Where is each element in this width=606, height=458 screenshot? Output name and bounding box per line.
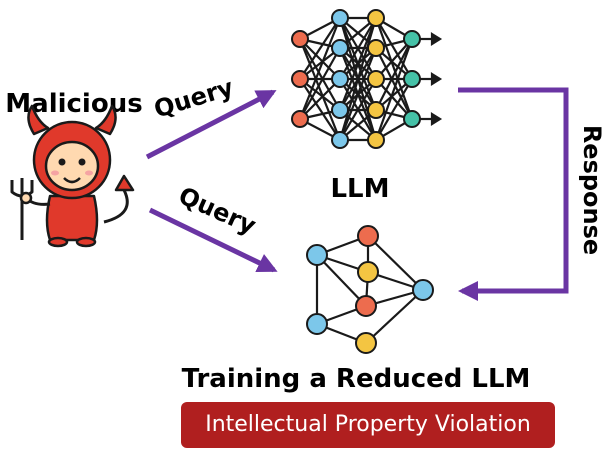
network-node: [331, 101, 349, 119]
response-arrow: [458, 87, 569, 301]
reduced-network-edge: [367, 235, 424, 291]
output-arrowhead: [430, 72, 443, 86]
network-edge: [299, 17, 341, 80]
network-edge: [374, 17, 414, 120]
reduced-network-node: [355, 295, 377, 317]
network-node: [367, 131, 385, 149]
network-edge: [375, 78, 413, 141]
reduced-network-edge: [365, 289, 424, 344]
network-edge: [299, 78, 341, 141]
network-edge: [299, 47, 341, 120]
network-edge: [298, 17, 342, 120]
output-arrowhead: [430, 112, 443, 126]
network-node: [331, 131, 349, 149]
network-node: [403, 110, 421, 128]
devil-icon: [10, 104, 135, 248]
network-node: [403, 70, 421, 88]
network-edge: [374, 38, 414, 141]
network-node: [367, 9, 385, 27]
network-edge: [339, 17, 377, 80]
reduced-network-icon: [306, 225, 434, 354]
reduced-network-node: [357, 261, 379, 283]
network-edge: [338, 47, 378, 141]
network-node: [291, 110, 309, 128]
network-edge: [375, 47, 413, 120]
ip-violation-badge: Intellectual Property Violation: [181, 402, 555, 448]
network-node: [367, 39, 385, 57]
network-edge: [338, 17, 378, 111]
output-arrowhead: [430, 32, 443, 46]
reduced-network-node: [306, 313, 328, 335]
network-node: [331, 39, 349, 57]
network-node: [403, 30, 421, 48]
network-node: [367, 101, 385, 119]
network-edge: [298, 38, 342, 141]
llm-label: LLM: [330, 174, 389, 204]
reduced-network-node: [412, 279, 434, 301]
network-edge: [339, 78, 377, 141]
network-edge: [375, 38, 413, 111]
query-arrow-bottom: [148, 207, 278, 273]
network-edge: [299, 38, 341, 111]
network-edge: [299, 78, 341, 120]
network-node: [291, 30, 309, 48]
reduced-network-node: [357, 225, 379, 247]
reduced-network-node: [355, 332, 377, 354]
network-edge: [338, 17, 378, 141]
network-node: [291, 70, 309, 88]
neural-network-icon: [291, 9, 443, 149]
malicious-label: Malicious: [5, 89, 142, 119]
reduced-llm-label: Training a Reduced LLM: [182, 364, 531, 394]
network-node: [331, 9, 349, 27]
network-edge: [299, 38, 341, 80]
query-arrow-top: [145, 89, 277, 160]
network-edge: [375, 17, 413, 80]
query-label-bottom: Query: [174, 181, 260, 240]
network-node: [331, 70, 349, 88]
reduced-network-node: [306, 244, 328, 266]
network-node: [367, 70, 385, 88]
response-label: Response: [578, 125, 606, 255]
reduced-network-edge: [316, 254, 367, 307]
